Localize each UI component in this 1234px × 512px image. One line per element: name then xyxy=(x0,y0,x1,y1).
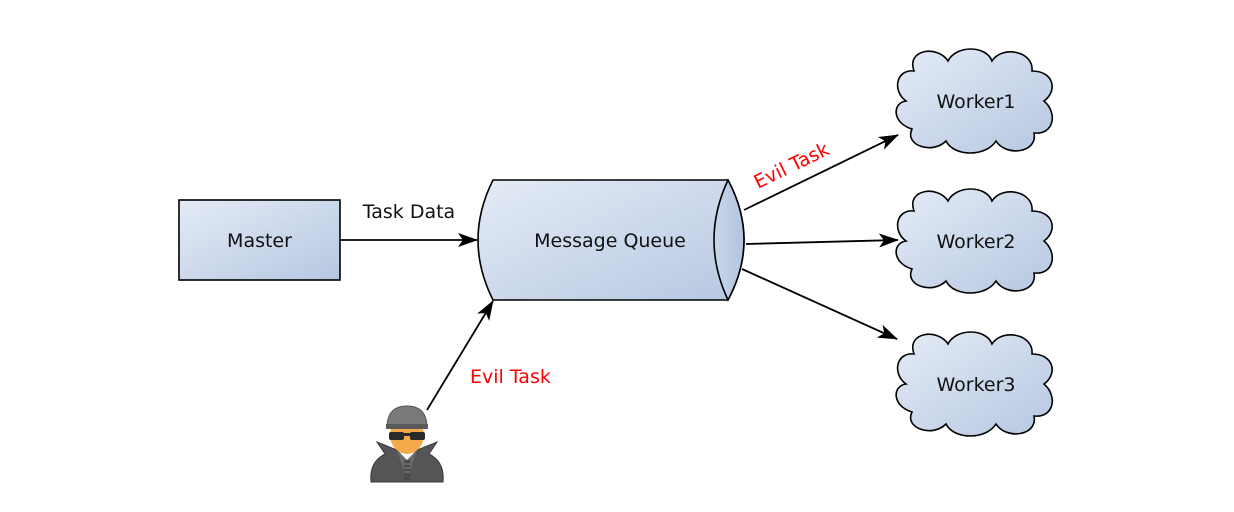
evil-task-label-worker1: Evil Task xyxy=(751,138,833,193)
queue-end-cap xyxy=(713,178,745,302)
master-box xyxy=(178,199,341,281)
edge-queue-to-worker1: Evil Task xyxy=(743,134,899,211)
arrow-queue-to-worker1 xyxy=(743,134,899,211)
evil-task-label-attacker: Evil Task xyxy=(470,366,551,388)
arrow-attacker-to-queue xyxy=(426,300,494,411)
arrow-queue-to-worker3 xyxy=(741,268,898,340)
worker2-node[interactable]: Worker2 xyxy=(895,188,1054,294)
master-node[interactable]: Master xyxy=(178,199,341,281)
worker2-cloud xyxy=(895,188,1054,294)
edge-queue-to-worker2 xyxy=(745,233,899,248)
queue-label: Message Queue xyxy=(534,230,686,252)
edge-attacker-to-queue: Evil Task xyxy=(426,300,551,411)
worker3-label: Worker3 xyxy=(936,374,1015,396)
worker1-cloud xyxy=(895,48,1054,154)
spy-hacker-icon xyxy=(370,405,444,483)
worker3-cloud xyxy=(895,331,1054,437)
master-label: Master xyxy=(227,230,292,252)
worker1-label: Worker1 xyxy=(936,91,1015,113)
worker2-label: Worker2 xyxy=(936,231,1015,253)
message-queue-node[interactable]: Message Queue xyxy=(477,178,745,302)
edge-master-to-queue: Task Data xyxy=(340,201,478,247)
arrow-queue-to-worker2 xyxy=(745,233,899,248)
worker1-node[interactable]: Worker1 xyxy=(895,48,1054,154)
worker3-node[interactable]: Worker3 xyxy=(895,331,1054,437)
edge-queue-to-worker3 xyxy=(741,268,898,340)
task-data-label: Task Data xyxy=(362,201,455,223)
